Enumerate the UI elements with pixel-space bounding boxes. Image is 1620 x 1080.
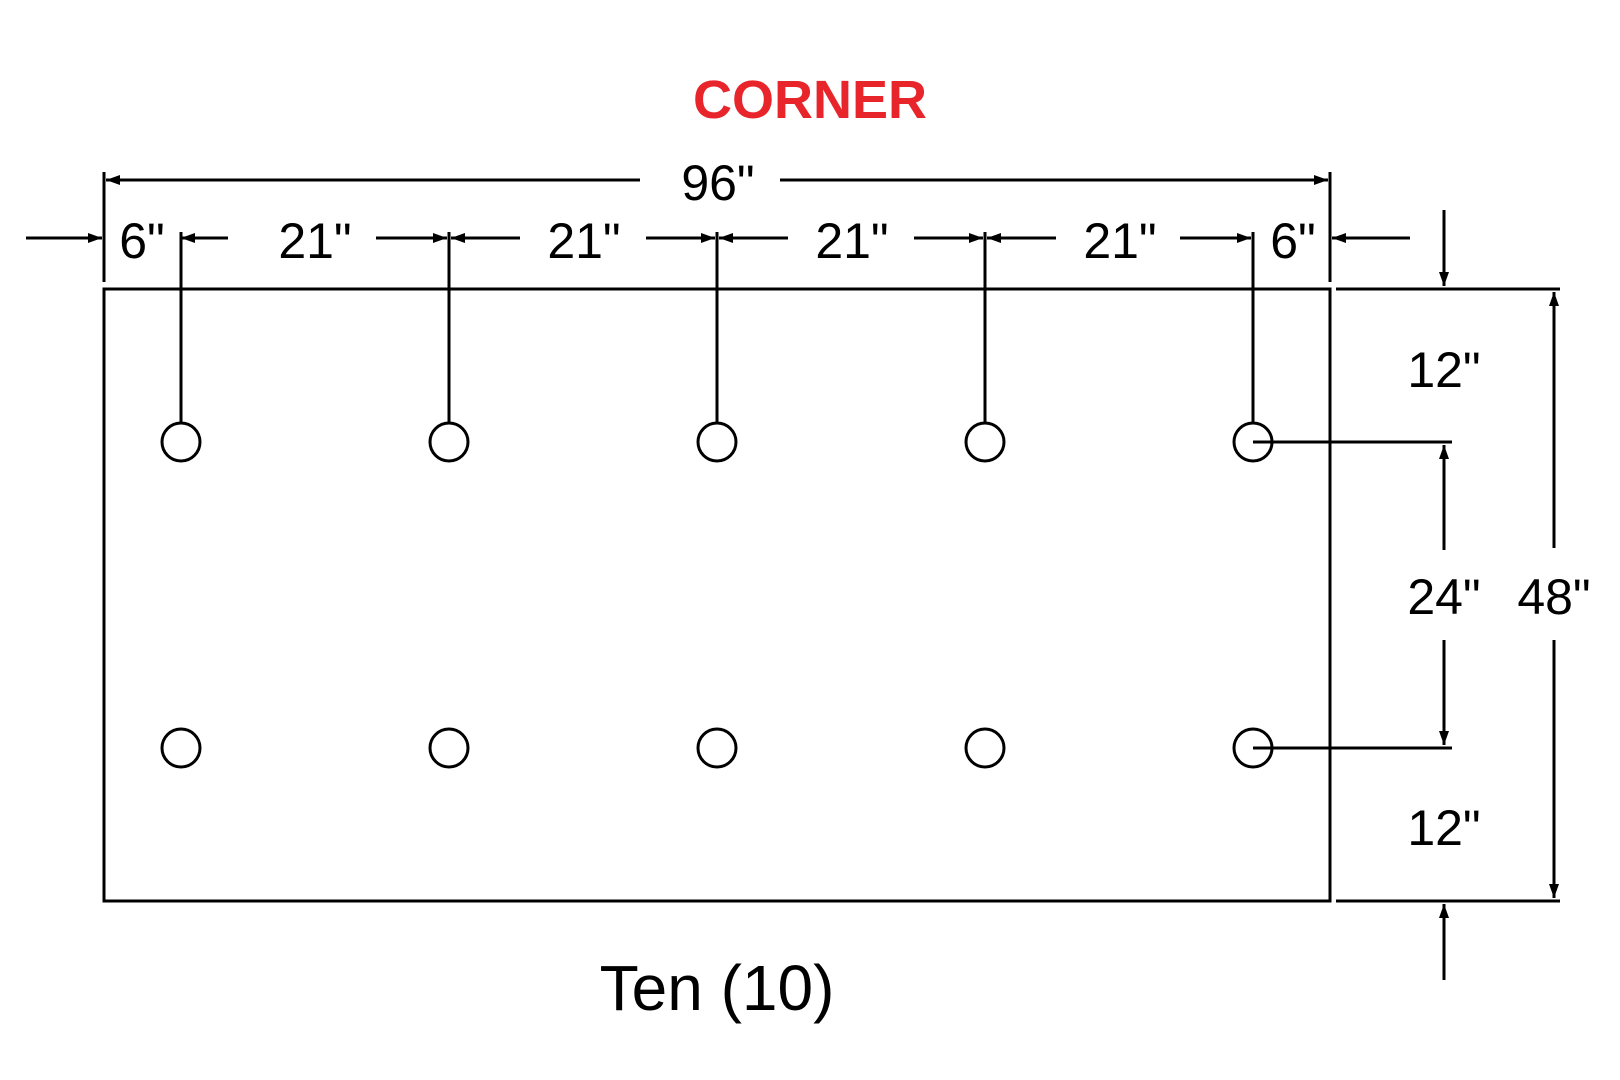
hole <box>696 421 738 463</box>
hole <box>696 727 738 769</box>
overall-height-label: 48" <box>1517 569 1590 625</box>
spacing-label-3: 21" <box>547 213 620 269</box>
spacing-label-4: 21" <box>815 213 888 269</box>
drawing-title: CORNER <box>693 70 927 130</box>
hole <box>160 727 202 769</box>
spacing-label-5: 21" <box>1083 213 1156 269</box>
spacing-label-1: 6" <box>119 213 165 269</box>
row-spacing-label: 24" <box>1407 569 1480 625</box>
overall-height-dimension: 48" <box>1517 292 1591 898</box>
overall-width-dimension: 96" <box>106 155 1328 211</box>
spacing-label-6: 6" <box>1270 213 1316 269</box>
hole <box>428 421 470 463</box>
top-edge-to-row-label: 12" <box>1407 342 1480 398</box>
hole <box>964 421 1006 463</box>
hole-spacing-dimension: 6" 21" 21" 21" 21" 6" <box>26 213 1410 269</box>
hole-count-label: Ten (10) <box>600 952 835 1024</box>
overall-width-label: 96" <box>681 155 754 211</box>
hole-grid <box>160 421 1274 769</box>
hole-centerlines <box>179 232 1255 426</box>
spacing-label-2: 21" <box>278 213 351 269</box>
hole <box>160 421 202 463</box>
hole <box>428 727 470 769</box>
hole-row-dimension: 12" 24" 12" <box>1407 210 1481 980</box>
row-to-bottom-edge-label: 12" <box>1407 800 1480 856</box>
right-extension-lines <box>1253 287 1560 903</box>
hole <box>964 727 1006 769</box>
